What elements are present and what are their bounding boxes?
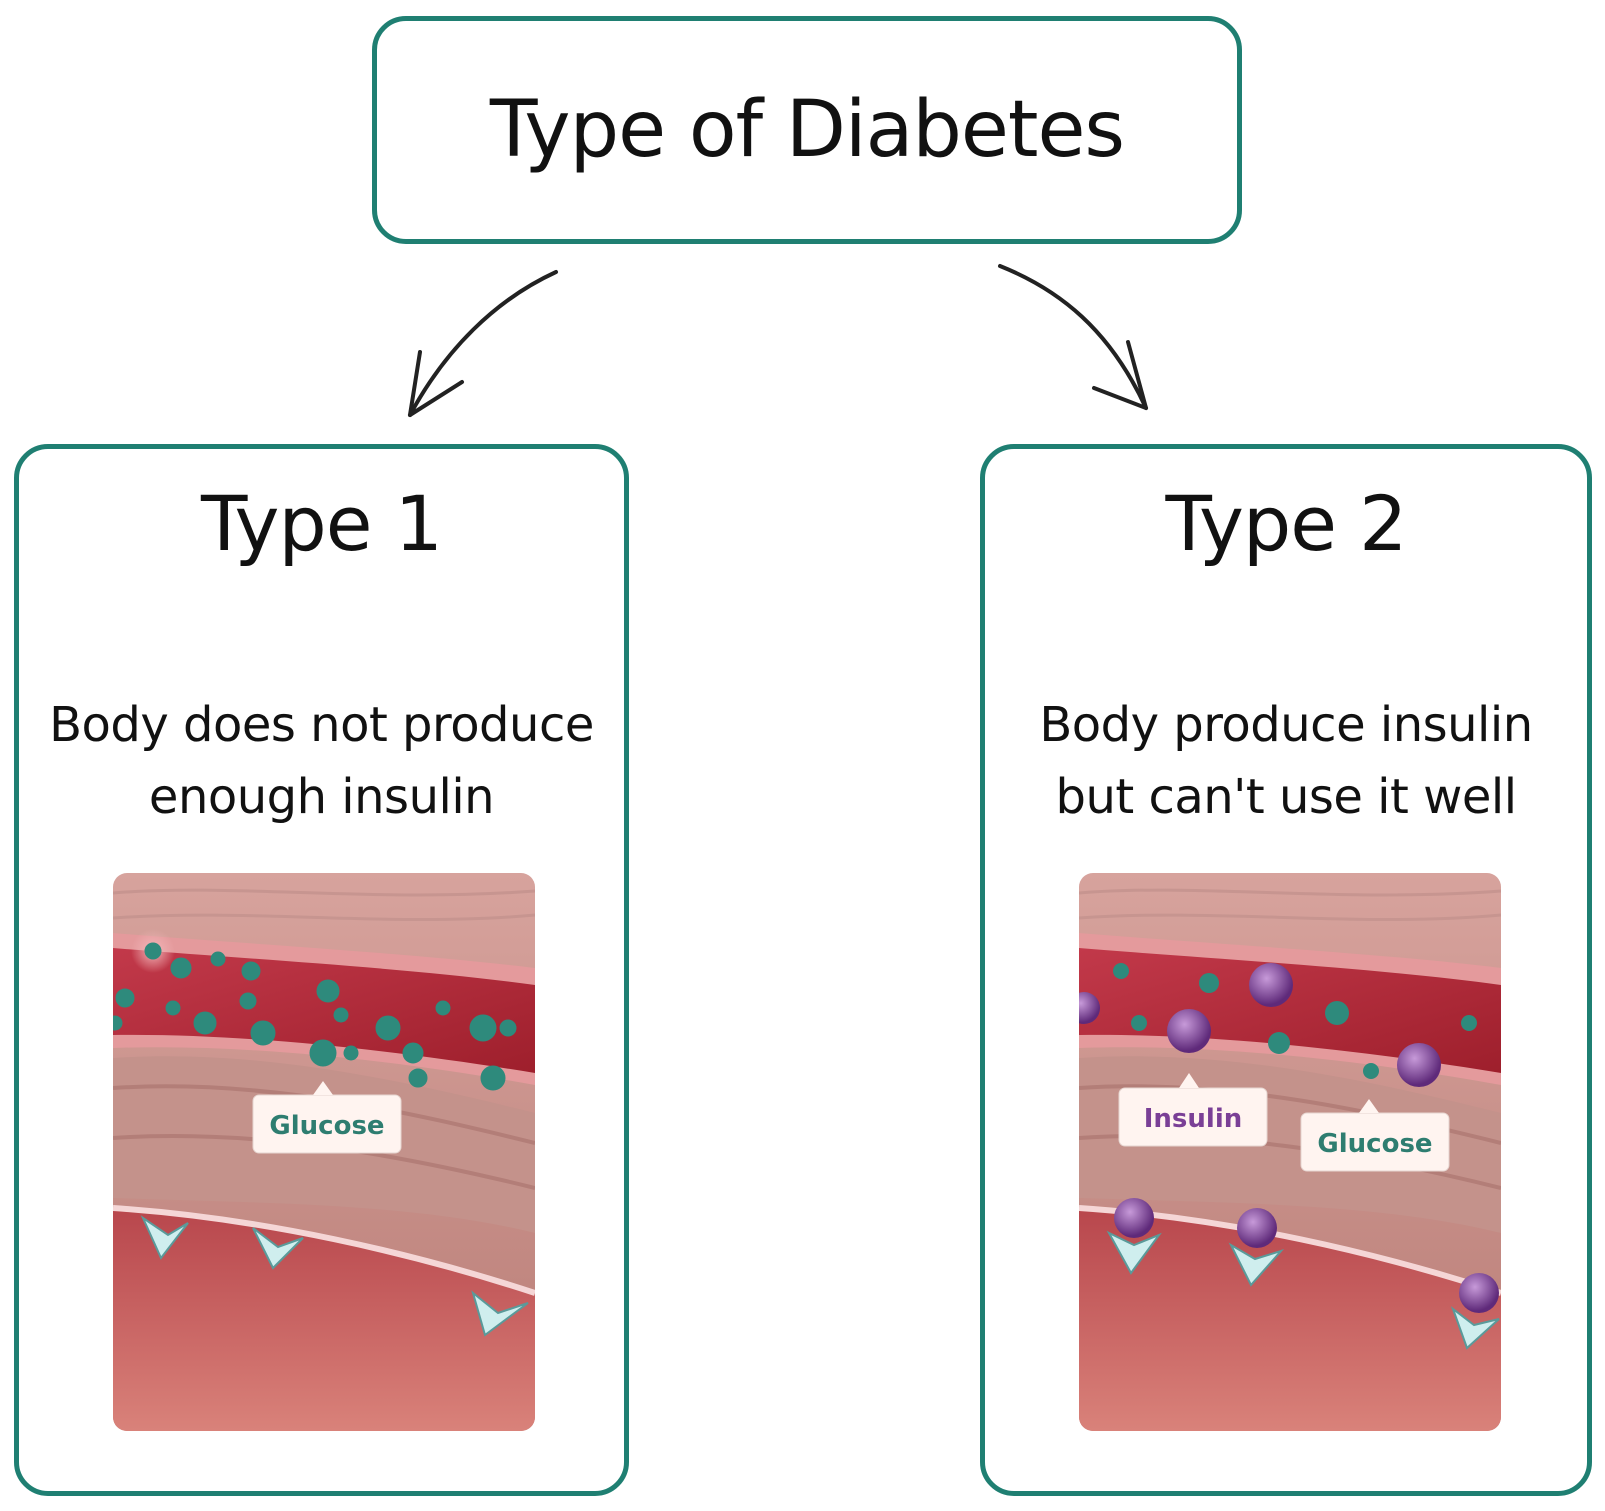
receptor-icons (1106, 1230, 1500, 1350)
type1-description-line2: enough insulin (148, 769, 495, 825)
type2-glucose-label: Glucose (1317, 1129, 1432, 1159)
type1-heading: Type 1 (200, 479, 443, 568)
type2-vessel-graphic: Insulin Glucose (1079, 873, 1501, 1431)
type1-box: Type 1 Body does not produce enough insu… (14, 444, 629, 1496)
type2-description-line2: but can't use it well (1055, 769, 1517, 825)
diagram-title: Type of Diabetes (489, 85, 1125, 175)
type2-description-line1: Body produce insulin (1039, 697, 1533, 753)
glucose-molecules (1113, 963, 1477, 1079)
arrow-to-type2 (998, 264, 1148, 410)
insulin-molecules (1079, 963, 1499, 1313)
arrowhead-type1 (408, 350, 464, 417)
type2-insulin-label: Insulin (1144, 1104, 1243, 1134)
arrowhead-type2 (1092, 340, 1148, 410)
glucose-tag: Glucose (252, 1081, 402, 1154)
title-box: Type of Diabetes (372, 16, 1242, 244)
type2-heading: Type 2 (1165, 479, 1407, 568)
type2-illustration: Insulin Glucose (1079, 873, 1501, 1431)
glucose-tag: Glucose (1300, 1099, 1450, 1172)
type1-description-line1: Body does not produce (49, 697, 594, 753)
type1-glucose-label: Glucose (269, 1111, 384, 1141)
type1-description: Body does not produce enough insulin (19, 689, 624, 833)
arrow-to-type1 (408, 270, 558, 417)
type2-description: Body produce insulin but can't use it we… (985, 689, 1587, 833)
type1-vessel-graphic: Glucose (113, 873, 535, 1431)
glucose-molecules (113, 929, 517, 1091)
type1-illustration: Glucose (113, 873, 535, 1431)
receptor-icons (140, 1215, 529, 1337)
type2-box: Type 2 Body produce insulin but can't us… (980, 444, 1592, 1496)
insulin-tag: Insulin (1118, 1073, 1268, 1147)
